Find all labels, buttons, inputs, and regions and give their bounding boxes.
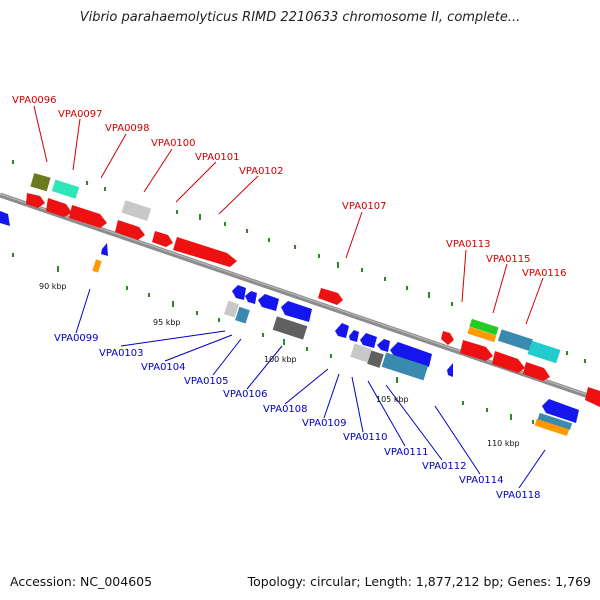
- gene-VPA0110[interactable]: [350, 343, 372, 363]
- forward-genes: [26, 173, 600, 407]
- gene-VPA0098[interactable]: [121, 200, 152, 221]
- gene-VPA0104[interactable]: [235, 306, 250, 324]
- label-VPA0118[interactable]: VPA0118: [496, 490, 541, 501]
- gene-rev-g[interactable]: [360, 333, 377, 348]
- gene-rev-d[interactable]: [281, 301, 312, 322]
- label-VPA0110[interactable]: VPA0110: [343, 432, 388, 443]
- gene-fwd-d[interactable]: [460, 340, 493, 361]
- gene-VPA0112[interactable]: [381, 352, 429, 381]
- gene-VPA0097[interactable]: [51, 179, 80, 199]
- gene-VPA0118b[interactable]: [534, 418, 570, 437]
- genome-stats-text: Topology: circular; Length: 1,877,212 bp…: [247, 574, 591, 589]
- gene-VPA0115[interactable]: [469, 318, 499, 336]
- label-VPA0108[interactable]: VPA0108: [263, 404, 308, 415]
- gene-rev-e[interactable]: [335, 323, 349, 338]
- tick-label-100: 100 kbp: [264, 355, 297, 364]
- label-VPA0102[interactable]: VPA0102: [239, 166, 284, 177]
- accession-text: Accession: NC_004605: [10, 574, 153, 589]
- gene-rev-a[interactable]: [232, 285, 246, 300]
- map-title: Vibrio parahaemolyticus RIMD 2210633 chr…: [79, 10, 521, 25]
- label-VPA0105[interactable]: VPA0105: [184, 376, 229, 387]
- forward-leaders: [33, 105, 544, 325]
- gene-VPA0115b[interactable]: [467, 326, 497, 343]
- tick-label-90: 90 kbp: [39, 282, 67, 291]
- label-VPA0107[interactable]: VPA0107: [342, 201, 387, 212]
- label-VPA0114[interactable]: VPA0114: [459, 475, 504, 486]
- guide-ticks: [12, 160, 586, 424]
- label-VPA0109[interactable]: VPA0109: [302, 418, 347, 429]
- gene-VPA0113[interactable]: [441, 331, 454, 345]
- gene-VPA0103[interactable]: [224, 300, 239, 318]
- label-VPA0098[interactable]: VPA0098: [105, 123, 150, 134]
- gene-rev-j[interactable]: [447, 363, 453, 377]
- tick-label-95: 95 kbp: [153, 318, 181, 327]
- label-VPA0111[interactable]: VPA0111: [384, 447, 429, 458]
- gene-fwd-b[interactable]: [46, 198, 72, 217]
- label-VPA0103[interactable]: VPA0103: [99, 348, 144, 359]
- tick-label-105: 105 kbp: [376, 395, 409, 404]
- gene-fwd-a[interactable]: [26, 193, 45, 208]
- gene-rev-k[interactable]: [542, 399, 579, 423]
- gene-fwd-g[interactable]: [585, 387, 600, 407]
- kbp-labels: 90 kbp 95 kbp 100 kbp 105 kbp 110 kbp: [39, 282, 520, 448]
- label-VPA0100[interactable]: VPA0100: [151, 138, 196, 149]
- label-VPA0106[interactable]: VPA0106: [223, 389, 268, 400]
- gene-rev-b[interactable]: [245, 291, 257, 304]
- reverse-genes: [0, 211, 579, 437]
- label-VPA0097[interactable]: VPA0097: [58, 109, 103, 120]
- gene-rev-edge[interactable]: [0, 211, 10, 226]
- gene-fwd-f[interactable]: [523, 362, 550, 381]
- gene-VPA0096[interactable]: [30, 173, 51, 192]
- gene-rev-i[interactable]: [390, 342, 432, 367]
- gene-fwd-e[interactable]: [492, 351, 525, 373]
- gene-VPA0100[interactable]: [115, 220, 145, 240]
- gene-VPA0107[interactable]: [318, 288, 343, 305]
- gene-rev-c[interactable]: [258, 294, 279, 311]
- gene-cyan[interactable]: [527, 340, 561, 364]
- label-VPA0096[interactable]: VPA0096: [12, 95, 57, 106]
- label-VPA0115[interactable]: VPA0115: [486, 254, 531, 265]
- gene-orange-small[interactable]: [92, 259, 102, 273]
- label-VPA0116[interactable]: VPA0116: [522, 268, 567, 279]
- reverse-labels: VPA0099 VPA0103 VPA0104 VPA0105 VPA0106 …: [54, 333, 541, 501]
- gene-VPA0106[interactable]: [272, 316, 308, 340]
- gene-VPA0099[interactable]: [101, 243, 108, 256]
- label-VPA0104[interactable]: VPA0104: [141, 362, 186, 373]
- gene-rev-f[interactable]: [349, 330, 359, 342]
- forward-labels: VPA0096 VPA0097 VPA0098 VPA0100 VPA0101 …: [12, 95, 567, 279]
- label-VPA0112[interactable]: VPA0112: [422, 461, 467, 472]
- gene-fwd-c[interactable]: [69, 205, 107, 228]
- label-VPA0113[interactable]: VPA0113: [446, 239, 491, 250]
- reverse-leaders: [75, 288, 546, 489]
- gene-VPA0116[interactable]: [497, 329, 534, 351]
- gene-VPA0101[interactable]: [152, 231, 173, 247]
- gene-rev-h[interactable]: [377, 339, 390, 352]
- label-VPA0099[interactable]: VPA0099: [54, 333, 99, 344]
- tick-label-110: 110 kbp: [487, 439, 520, 448]
- gene-VPA0111[interactable]: [367, 350, 384, 368]
- gene-VPA0102[interactable]: [173, 237, 237, 267]
- label-VPA0101[interactable]: VPA0101: [195, 152, 240, 163]
- gene-VPA0118[interactable]: [537, 412, 573, 431]
